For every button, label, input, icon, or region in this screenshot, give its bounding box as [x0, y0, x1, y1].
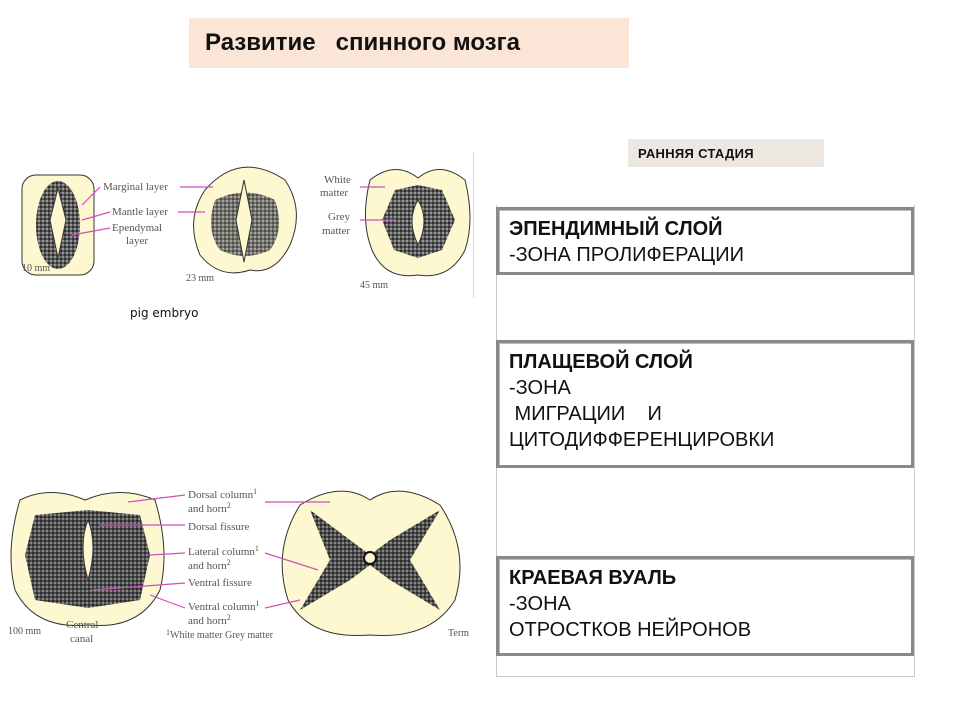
label-central-1: Central	[66, 619, 98, 631]
label-ventral-column-1: Ventral column1	[188, 599, 260, 613]
label-white-1: White	[324, 174, 351, 186]
section-23mm	[193, 166, 297, 274]
label-23mm: 23 mm	[186, 273, 214, 284]
mantle-layer-box: ПЛАЩЕВОЙ СЛОЙ -ЗОНА МИГРАЦИИ И ЦИТОДИФФЕ…	[496, 340, 914, 468]
label-ependymal-2: layer	[126, 235, 148, 247]
label-ventral-fissure: Ventral fissure	[188, 577, 252, 589]
slide-title-text: Развитие спинного мозга	[205, 29, 520, 56]
panel-frame-right	[914, 205, 915, 677]
marginal-line-2: ОТРОСТКОВ НЕЙРОНОВ	[509, 619, 752, 641]
label-white-2: matter	[320, 187, 348, 199]
figure-divider	[473, 152, 474, 298]
leader-lines-bottom	[91, 494, 330, 609]
panel-frame-bottom	[496, 676, 915, 677]
marginal-heading: КРАЕВАЯ ВУАЛЬ	[509, 567, 677, 589]
leader-lines-top	[71, 186, 395, 236]
ependymal-line-1: -ЗОНА ПРОЛИФЕРАЦИИ	[509, 244, 744, 266]
label-marginal-layer: Marginal layer	[103, 181, 168, 193]
early-stage-figure: Marginal layer Mantle layer Ependymal la…	[21, 166, 471, 291]
label-term: Term	[448, 628, 469, 639]
label-dorsal-fissure: Dorsal fissure	[188, 521, 250, 533]
label-dorsal-column-1: Dorsal column1	[188, 487, 257, 501]
label-footnote: 1White matter Grey matter	[166, 628, 274, 641]
label-100mm: 100 mm	[8, 626, 41, 637]
late-stage-figure: Dorsal column1 and horn2 Dorsal fissure …	[8, 487, 469, 645]
label-grey-2: matter	[322, 225, 350, 237]
section-100mm	[10, 492, 165, 627]
label-mantle-layer: Mantle layer	[112, 206, 168, 218]
stage-label-text: РАННЯЯ СТАДИЯ	[638, 145, 754, 161]
label-central-2: canal	[70, 633, 93, 645]
label-ependymal-1: Ependymal	[112, 222, 162, 234]
mantle-heading: ПЛАЩЕВОЙ СЛОЙ	[509, 351, 693, 373]
label-ventral-column-2: and horn2	[188, 613, 231, 627]
ependymal-layer-box: ЭПЕНДИМНЫЙ СЛОЙ -ЗОНА ПРОЛИФЕРАЦИИ	[496, 207, 914, 275]
label-lateral-column-2: and horn2	[188, 558, 231, 572]
marginal-line-1: -ЗОНА	[509, 593, 571, 615]
mantle-line-1: -ЗОНА	[509, 377, 571, 399]
section-45mm	[364, 169, 471, 277]
section-term	[281, 490, 461, 637]
stage-label: РАННЯЯ СТАДИЯ	[628, 139, 824, 167]
label-lateral-column-1: Lateral column1	[188, 544, 259, 558]
label-10mm: 10 mm	[22, 263, 50, 274]
mantle-line-3: ЦИТОДИФФЕРЕНЦИРОВКИ	[509, 429, 775, 451]
marginal-layer-box: КРАЕВАЯ ВУАЛЬ -ЗОНА ОТРОСТКОВ НЕЙРОНОВ	[496, 556, 914, 656]
figure-caption: pig embryo	[130, 306, 199, 320]
mantle-line-2: МИГРАЦИИ И	[509, 403, 662, 425]
section-10mm	[21, 174, 95, 276]
label-45mm: 45 mm	[360, 280, 388, 291]
slide-title: Развитие спинного мозга	[189, 18, 629, 68]
ependymal-heading: ЭПЕНДИМНЫЙ СЛОЙ	[509, 218, 723, 240]
label-dorsal-column-2: and horn2	[188, 501, 231, 515]
label-grey-1: Grey	[328, 211, 350, 223]
